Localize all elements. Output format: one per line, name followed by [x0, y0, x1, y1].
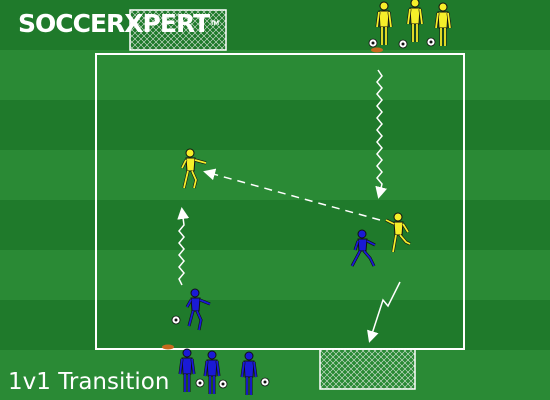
cone	[371, 47, 383, 53]
field-boundary	[95, 53, 465, 350]
soccer-ball-icon	[260, 377, 270, 387]
player-yellow	[375, 1, 393, 45]
grass-stripe	[0, 50, 550, 100]
drill-title: 1v1 Transition	[8, 369, 170, 395]
grass-stripe	[0, 0, 550, 50]
cone	[162, 344, 174, 350]
top-goal	[129, 9, 227, 51]
soccer-ball-icon	[218, 379, 228, 389]
player-yellow	[406, 0, 424, 42]
player-yellow	[385, 212, 411, 253]
grass-stripe	[0, 300, 550, 350]
grass-stripe	[0, 100, 550, 150]
player-blue	[350, 229, 376, 267]
soccer-balls	[171, 37, 436, 389]
dribble-arrow	[375, 69, 388, 199]
run-arrow	[367, 281, 401, 343]
grass-stripe	[0, 250, 550, 300]
bottom-goal	[319, 348, 416, 390]
player-yellow-queue	[375, 0, 452, 46]
player-blue-queue	[178, 348, 258, 395]
dribble-arrow	[177, 207, 190, 286]
soccer-ball-icon	[195, 378, 205, 388]
grass-stripe	[0, 350, 550, 400]
grass-stripe	[0, 150, 550, 200]
player-yellow	[180, 148, 207, 189]
grass-stripe	[0, 200, 550, 250]
soccer-ball-icon	[426, 37, 436, 47]
soccer-ball-icon	[171, 315, 181, 325]
soccer-ball-icon	[398, 39, 408, 49]
player-blue	[203, 350, 221, 394]
player-yellow	[434, 2, 452, 46]
player-blue	[178, 348, 196, 392]
player-blue	[240, 351, 258, 395]
soccer-ball-icon	[368, 38, 378, 48]
player-blue	[185, 288, 211, 331]
pass-arrow	[203, 168, 381, 221]
brand-logo: SOCCERXPERTTM	[18, 9, 219, 38]
